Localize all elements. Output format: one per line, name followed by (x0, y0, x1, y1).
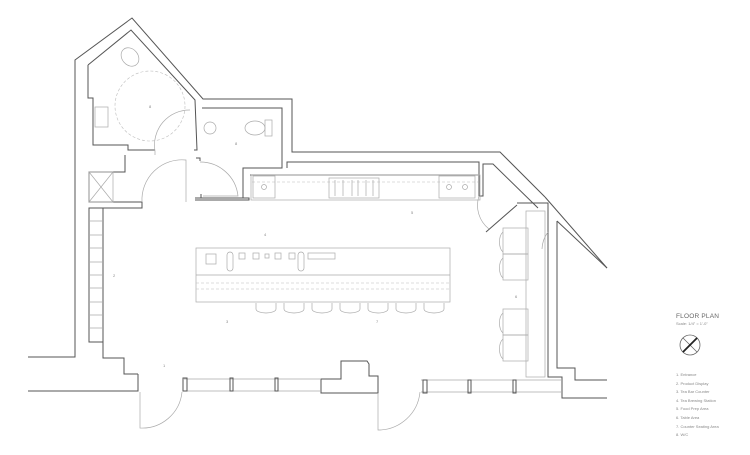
fixtures (88, 47, 481, 203)
label-seating: 7 (376, 319, 379, 324)
label-brewing: 4 (264, 232, 267, 237)
walls (28, 17, 608, 399)
label-wc-a: 8 (149, 104, 152, 109)
north-arrow-icon (679, 334, 719, 361)
legend-scale: Scale: 1/4" = 1'-0" (676, 321, 708, 326)
legend-item: 8. W/C (676, 432, 689, 438)
label-entrance: 1 (163, 363, 166, 368)
legend-item: 1. Entrance (676, 372, 697, 377)
table-area (499, 210, 546, 378)
legend-item: 4. Tea Brewing Station (676, 397, 716, 403)
label-wc-b: 8 (235, 141, 238, 146)
tea-bar-counter (195, 247, 451, 314)
label-tea-bar: 3 (226, 319, 229, 324)
room-labels: 1 2 3 4 5 6 7 8 8 (113, 104, 518, 368)
legend: FLOOR PLAN Scale: 1/4" = 1'-0" 1. Entran… (676, 313, 719, 440)
display-shelving (88, 207, 104, 343)
label-tables: 6 (515, 294, 518, 299)
bar-stools (255, 303, 445, 314)
label-prep: 5 (411, 210, 414, 215)
doors (139, 109, 549, 431)
legend-item: 5. Food Prep Area (676, 406, 709, 412)
legend-title: FLOOR PLAN (676, 313, 720, 320)
legend-item: 3. Tea Bar Counter (676, 389, 710, 395)
legend-item: 7. Counter Seating Area (676, 423, 719, 429)
legend-item: 6. Table Area (676, 414, 700, 420)
legend-item: 2. Product Display (676, 380, 709, 386)
label-display: 2 (113, 273, 116, 278)
